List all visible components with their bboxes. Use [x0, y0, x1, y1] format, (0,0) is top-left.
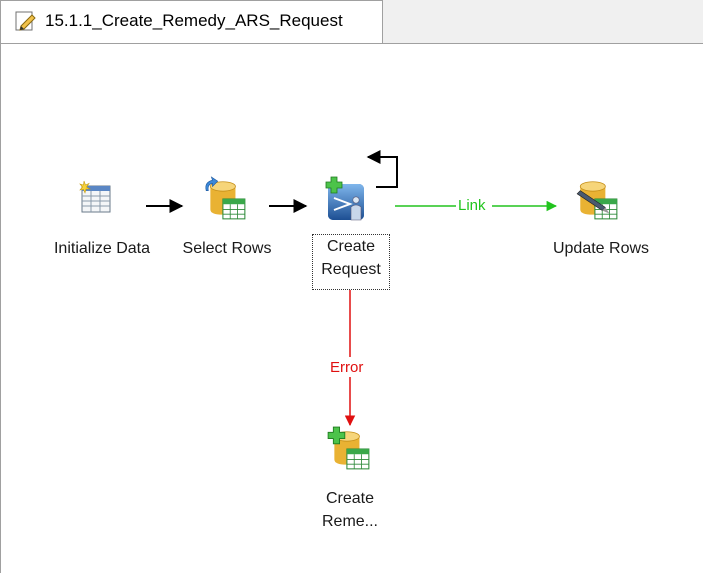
node-label-initialize: Initialize Data	[53, 240, 151, 257]
label-line1: Create	[325, 490, 375, 507]
link-label: Link	[457, 197, 487, 215]
node-initialize-data[interactable]: Initialize Data	[40, 176, 164, 262]
node-update-rows[interactable]: Update Rows	[536, 176, 666, 262]
create-request-icon	[325, 176, 364, 221]
label-line2: Request	[321, 261, 381, 278]
database-update-icon	[576, 181, 618, 220]
node-create-remedy[interactable]: Create Reme...	[310, 426, 390, 542]
database-select-icon	[205, 176, 246, 220]
database-create-icon	[327, 426, 370, 470]
table-new-icon	[79, 180, 111, 213]
loop-arrow-create-request[interactable]	[366, 150, 398, 188]
workflow-canvas[interactable]	[0, 43, 703, 573]
tab-bar: 15.1.1_Create_Remedy_ARS_Request	[0, 0, 703, 44]
label-line1: Create	[326, 238, 376, 255]
tab-workflow[interactable]: 15.1.1_Create_Remedy_ARS_Request	[0, 0, 383, 44]
pencil-icon	[15, 11, 36, 31]
error-label: Error	[329, 359, 365, 377]
node-label-create-request: Create Request	[312, 234, 390, 290]
node-select-rows[interactable]: Select Rows	[172, 176, 282, 262]
node-label-create-remedy: Create Reme...	[310, 487, 390, 533]
node-label-select: Select Rows	[182, 240, 272, 257]
label-line2: Reme...	[321, 513, 378, 530]
node-label-update: Update Rows	[552, 240, 650, 257]
tab-title: 15.1.1_Create_Remedy_ARS_Request	[45, 11, 343, 30]
node-create-request[interactable]: Create Request	[312, 176, 390, 292]
